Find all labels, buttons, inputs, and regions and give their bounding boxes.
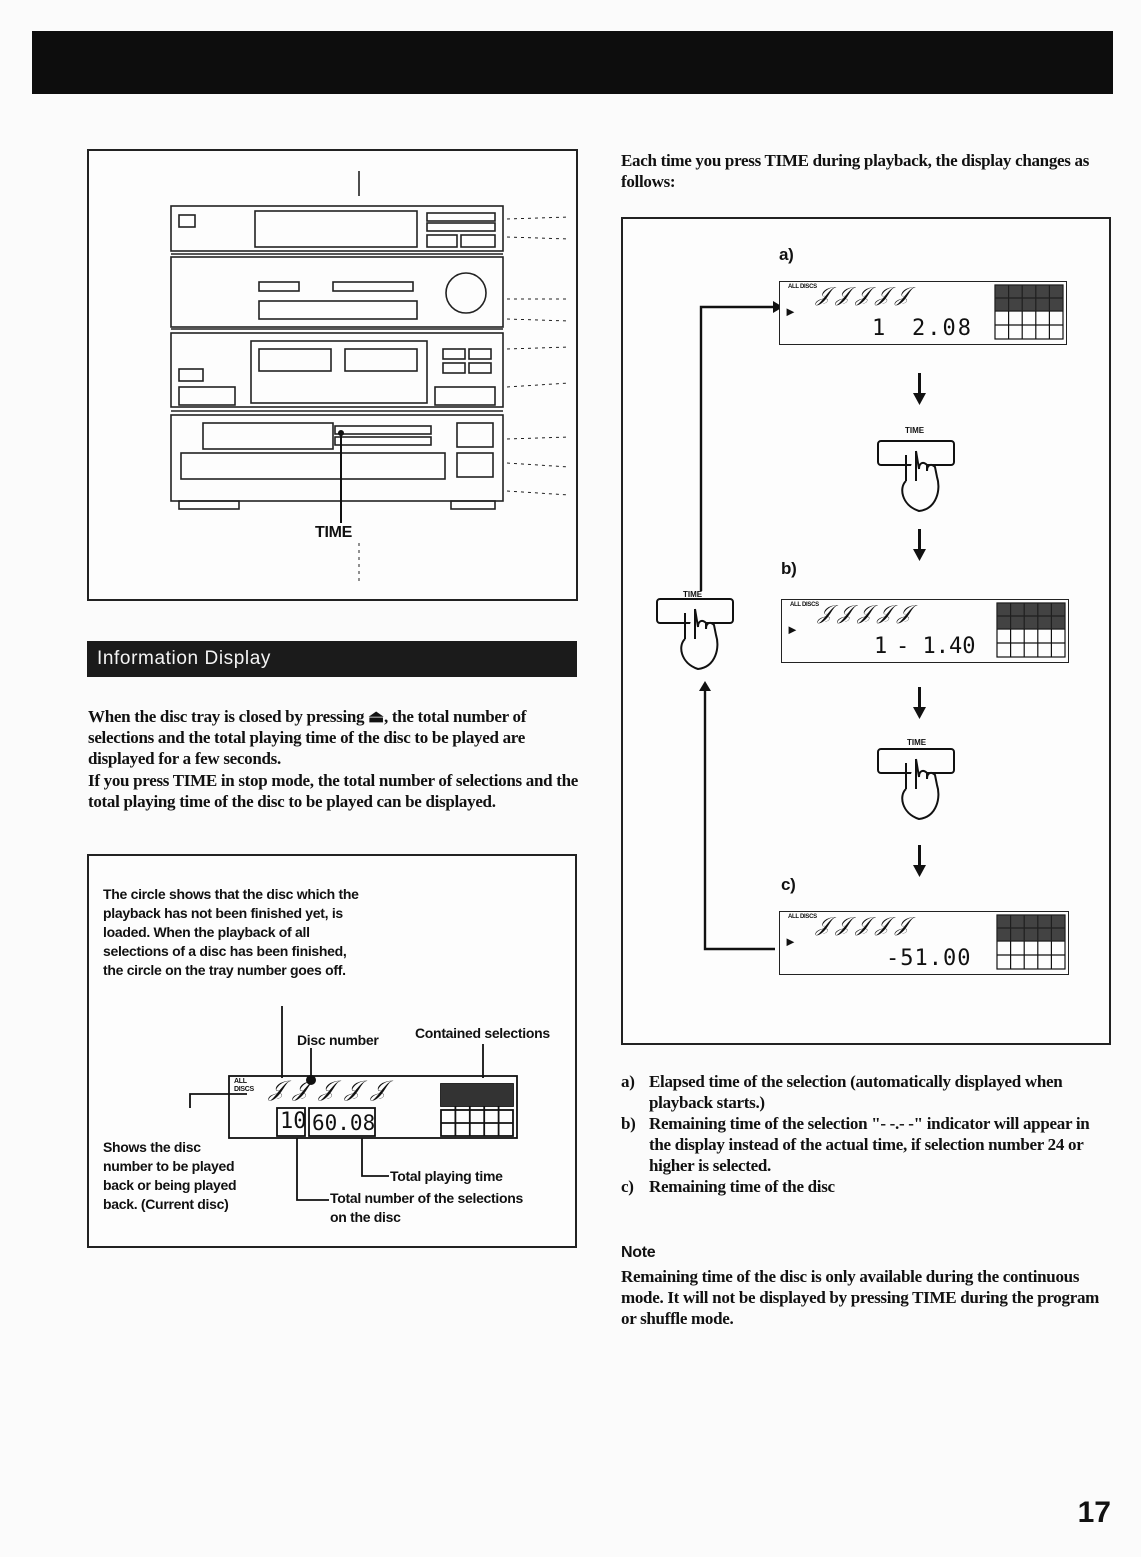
- display-c-time: -51.00: [886, 946, 972, 971]
- lcd-total-time: 60.08: [312, 1111, 376, 1135]
- display-a-time: 2.08: [912, 316, 973, 341]
- svg-text:𝒥: 𝒥: [268, 1077, 292, 1102]
- legend-item-b: b)Remaining time of the selection "- -.-…: [621, 1114, 1090, 1175]
- time-label: TIME: [315, 524, 353, 541]
- note-title: Note: [621, 1244, 656, 1261]
- total-playing-time-label: Total playing time: [390, 1168, 503, 1184]
- page-number: 17: [1077, 1496, 1111, 1529]
- svg-text:TIME: TIME: [905, 426, 925, 435]
- shows-disc-note: Shows the disc number to be played back …: [103, 1139, 237, 1212]
- display-b: ALL DISCS 𝒥𝒥𝒥𝒥𝒥 ► 1 - 1.40: [781, 599, 1069, 663]
- legend-list: a)Elapsed time of the selection (automat…: [621, 1071, 1091, 1197]
- label-a: a): [779, 245, 794, 264]
- section-title: Information Display: [87, 641, 577, 677]
- right-intro: Each time you press TIME during playback…: [621, 151, 1090, 191]
- info-display-figure: The circle shows that the disc which the…: [87, 854, 577, 1248]
- header-bar: [32, 31, 1113, 94]
- legend-item-c: c)Remaining time of the disc: [621, 1177, 835, 1196]
- intro-paragraph: When the disc tray is closed by pressing…: [88, 707, 527, 768]
- svg-text:TIME: TIME: [907, 738, 927, 747]
- lcd-all-discs: ALL DISCS: [234, 1078, 254, 1093]
- circle-note: The circle shows that the disc which the…: [103, 886, 359, 978]
- svg-text:TIME: TIME: [683, 590, 703, 599]
- svg-text:𝒥: 𝒥: [344, 1077, 368, 1102]
- lcd-selections: 10: [280, 1109, 307, 1134]
- time-flow-figure: TIME TIME TIME a) ALL DISCS 𝒥𝒥𝒥𝒥𝒥 ► 1 2.08…: [621, 217, 1111, 1045]
- svg-text:𝒥: 𝒥: [370, 1077, 394, 1102]
- contained-selections-label: Contained selections: [415, 1025, 550, 1041]
- display-b-time: - 1.40: [896, 634, 976, 659]
- stereo-figure: TIME: [87, 149, 578, 601]
- label-b: b): [781, 559, 797, 578]
- stereo-system-illustration: [170, 171, 570, 581]
- display-c: ALL DISCS 𝒥𝒥𝒥𝒥𝒥 ► -51.00: [779, 911, 1069, 975]
- label-c: c): [781, 875, 796, 894]
- total-selections-label: Total number of the selections on the di…: [330, 1190, 523, 1225]
- legend-item-a: a)Elapsed time of the selection (automat…: [621, 1072, 1063, 1112]
- time-flow-diagram: TIME TIME TIME: [656, 301, 955, 951]
- stop-paragraph: If you press TIME in stop mode, the tota…: [88, 771, 578, 811]
- display-a-track: 1: [872, 316, 890, 341]
- display-a: ALL DISCS 𝒥𝒥𝒥𝒥𝒥 ► 1 2.08: [779, 281, 1067, 345]
- note-text: Remaining time of the disc is only avail…: [621, 1267, 1099, 1328]
- disc-number-label: Disc number: [297, 1032, 379, 1048]
- svg-text:𝒥: 𝒥: [318, 1077, 342, 1102]
- display-b-track: 1: [874, 634, 888, 659]
